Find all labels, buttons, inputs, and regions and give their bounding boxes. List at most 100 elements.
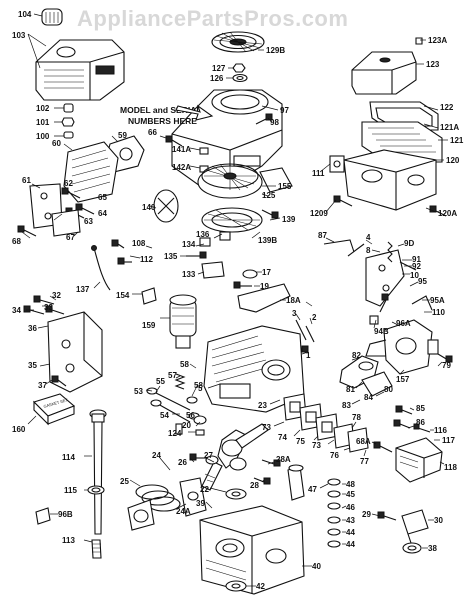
callout-84[interactable]: 84 [364,393,373,402]
screw-part[interactable] [233,281,252,289]
callout-75[interactable]: 75 [296,437,305,446]
callout-111[interactable]: 111 [312,169,325,178]
callout-28[interactable]: 28 [250,481,259,490]
callout-97[interactable]: 97 [280,106,289,115]
callout-2[interactable]: 2 [312,313,317,322]
callout-87[interactable]: 87 [318,231,327,240]
callout-23[interactable]: 23 [258,401,267,410]
callout-46[interactable]: 46 [346,503,355,512]
callout-56[interactable]: 56 [186,411,195,420]
governor-spring-part[interactable] [387,241,393,263]
callout-122[interactable]: 122 [440,103,454,112]
governor-part[interactable] [199,237,211,247]
callout-102[interactable]: 102 [36,104,50,113]
callout-96b[interactable]: 96B [58,510,73,519]
callout-92[interactable]: 92 [412,262,421,271]
callout-48[interactable]: 48 [346,480,355,489]
callout-118[interactable]: 118 [444,463,457,472]
clip-part[interactable] [35,507,51,525]
callout-18a[interactable]: 18A [286,296,301,305]
callout-1209[interactable]: 1209 [310,209,328,218]
callout-110[interactable]: 110 [432,308,445,317]
callout-157[interactable]: 157 [396,375,410,384]
callout-22[interactable]: 22 [200,485,209,494]
washer-part[interactable] [327,528,341,536]
screw-part[interactable] [261,459,281,467]
callout-104[interactable]: 104 [18,10,32,19]
callout-154[interactable]: 154 [116,291,130,300]
key-part[interactable] [195,429,205,436]
callout-139b[interactable]: 139B [258,236,277,245]
spring-part[interactable] [219,231,231,241]
o-ring-part[interactable] [87,485,105,495]
washer-part[interactable] [63,131,74,139]
callout-4[interactable]: 4 [366,233,371,242]
callout-115[interactable]: 115 [64,486,77,495]
callout-55[interactable]: 55 [156,377,165,386]
spacer-part[interactable] [199,147,209,155]
screw-part[interactable] [437,353,453,363]
gasket-set-part[interactable]: GASKET SET [32,393,76,426]
callout-135[interactable]: 135 [164,252,178,261]
callout-61[interactable]: 61 [22,176,31,185]
callout-94b[interactable]: 94B [374,327,389,336]
connecting-rod-part[interactable] [127,499,155,531]
callout-100[interactable]: 100 [36,132,50,141]
rod-part[interactable] [295,319,307,341]
screw-part[interactable] [395,405,413,415]
mounting-bracket-part[interactable] [47,311,103,393]
callout-45[interactable]: 45 [346,490,355,499]
callout-126[interactable]: 126 [210,74,224,83]
screw-part[interactable] [189,453,206,461]
callout-74[interactable]: 74 [278,433,287,442]
callout-39[interactable]: 39 [196,499,205,508]
callout-54[interactable]: 54 [160,411,169,420]
callout-141a[interactable]: 141A [172,145,191,154]
screw-part[interactable] [17,225,37,237]
callout-113[interactable]: 113 [62,536,75,545]
washer-part[interactable] [327,540,341,548]
callout-36[interactable]: 36 [28,324,37,333]
callout-83[interactable]: 83 [342,401,351,410]
valve-cap-part[interactable] [63,103,74,113]
rod-part[interactable] [305,325,315,343]
air-cleaner-base-part[interactable] [343,149,437,211]
control-bracket-part[interactable] [365,249,405,307]
callout-43[interactable]: 43 [346,516,355,525]
nut-part[interactable] [61,117,75,127]
callout-82[interactable]: 82 [352,351,361,360]
callout-44-lower[interactable]: 44 [346,540,355,549]
callout-133[interactable]: 133 [182,270,196,279]
callout-116[interactable]: 116 [434,426,447,435]
gasket-part[interactable] [369,315,379,325]
callout-58-upper[interactable]: 58 [180,360,189,369]
callout-3[interactable]: 3 [292,309,297,318]
callout-160[interactable]: 160 [12,425,26,434]
callout-139[interactable]: 139 [282,215,296,224]
callout-60[interactable]: 60 [52,139,61,148]
gear-part[interactable] [229,457,247,471]
callout-127[interactable]: 127 [212,64,226,73]
oil-fill-cap-part[interactable] [401,509,429,547]
callout-121[interactable]: 121 [450,136,464,145]
gasket-part[interactable] [329,155,345,173]
governor-shaft-part[interactable] [287,464,305,501]
callout-136[interactable]: 136 [196,230,210,239]
washer-part[interactable] [327,516,341,524]
valve-part[interactable] [150,399,191,423]
callout-24a[interactable]: 24A [176,507,191,516]
plate-part[interactable] [347,427,369,453]
callout-64[interactable]: 64 [98,209,107,218]
callout-42[interactable]: 42 [256,582,265,591]
washer-part[interactable] [242,269,258,279]
callout-34[interactable]: 34 [12,306,21,315]
screw-part[interactable] [51,375,67,387]
seal-part[interactable] [225,580,247,592]
flywheel-part[interactable] [197,163,263,199]
ground-wire-part[interactable] [91,245,111,291]
screw-part[interactable] [61,187,81,199]
callout-68[interactable]: 68 [12,237,21,246]
oil-sump-part[interactable] [199,505,305,595]
callout-47[interactable]: 47 [308,485,317,494]
callout-120a[interactable]: 120A [438,209,457,218]
